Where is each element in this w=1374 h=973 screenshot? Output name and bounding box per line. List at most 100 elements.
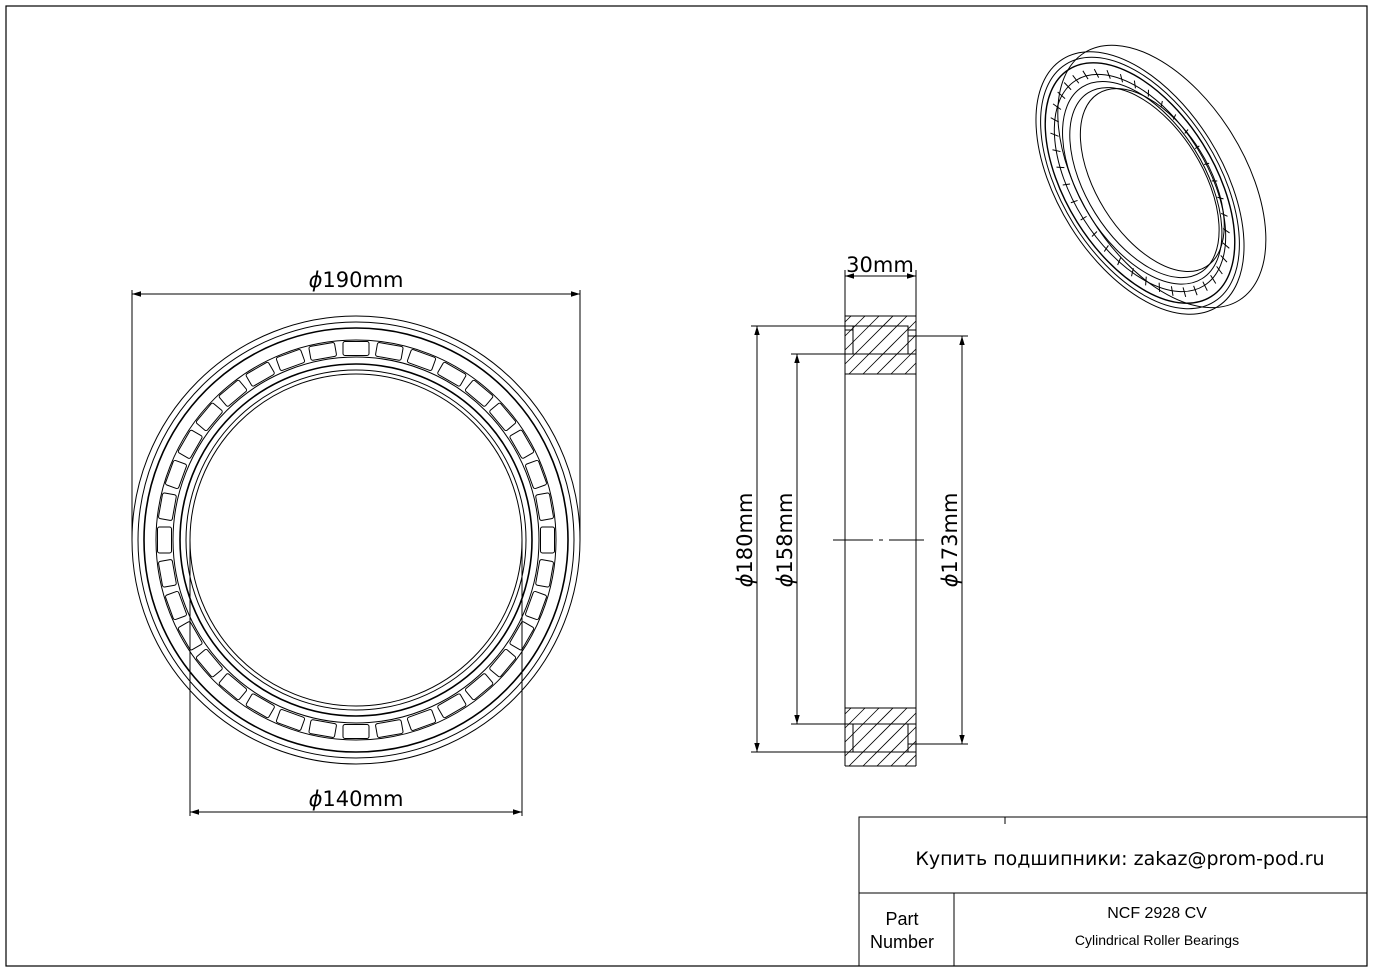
iso-roller (1131, 268, 1134, 277)
roller (245, 361, 275, 387)
iso-roller (1106, 69, 1111, 79)
iso-roller (1147, 89, 1149, 97)
iso-roller (1172, 114, 1177, 120)
hatch-line (844, 707, 894, 757)
roller (375, 719, 404, 738)
roller (535, 559, 554, 588)
iso-roller (1052, 149, 1061, 153)
title-block (858, 816, 1368, 967)
iso-roller (1091, 231, 1098, 237)
iso-roller (1133, 80, 1136, 89)
hatch-line (844, 315, 852, 323)
roller (489, 402, 517, 432)
iso-roller (1160, 100, 1163, 108)
hatch-line (862, 712, 917, 767)
iso-roller (1080, 215, 1087, 221)
iso-roller (1222, 242, 1230, 249)
roller (437, 361, 467, 387)
section-hatching (844, 315, 917, 767)
iso-roller (1062, 183, 1071, 186)
iso-roller (1222, 228, 1230, 234)
roller (489, 648, 517, 678)
inner-ring-chamfer (185, 369, 527, 711)
part-label-line1: Part (885, 909, 918, 929)
roller (165, 459, 187, 490)
inner-ring-outer-edge (179, 363, 533, 717)
iso-roller (1221, 212, 1228, 217)
iso-roller (1070, 199, 1078, 204)
hatch-line (844, 315, 894, 365)
outer-diameter-label: ϕ190mm (309, 268, 404, 292)
hatch-line (876, 726, 917, 767)
side-dim-width (844, 270, 917, 316)
roller (342, 724, 370, 739)
roller (509, 429, 535, 459)
iso-roller (1194, 145, 1200, 149)
hatch-line (904, 362, 917, 375)
part-description: Cylindrical Roller Bearings (1075, 932, 1239, 948)
iso-roller (1052, 103, 1062, 110)
side-dim-180 (751, 325, 853, 753)
roller (525, 459, 547, 490)
roller (218, 379, 248, 407)
roller (464, 379, 494, 407)
roller (525, 590, 547, 621)
iso-roller (1204, 162, 1210, 165)
hatch-line (876, 334, 917, 375)
part-label-line2: Number (870, 932, 934, 952)
roller (245, 693, 275, 719)
outer-ring-chamfer (137, 321, 575, 759)
roller-set (157, 341, 555, 739)
roller (540, 526, 555, 554)
roller (157, 526, 172, 554)
roller (275, 349, 306, 371)
inner-bore (189, 373, 523, 707)
hatch-line (890, 348, 917, 375)
iso-roller (1202, 281, 1208, 291)
outer-ring-inner-edge (143, 327, 569, 753)
roller (464, 673, 494, 701)
iso-roller (1093, 68, 1100, 78)
width-label: 30mm (846, 253, 914, 277)
iso-roller (1220, 255, 1228, 263)
hatch-line (862, 320, 917, 375)
iso-roller (1082, 70, 1089, 80)
roller (308, 342, 337, 361)
iso-roller (1216, 266, 1223, 275)
hatch-line (848, 707, 908, 767)
side-dim-173 (908, 335, 968, 745)
iso-roller (1193, 285, 1198, 296)
iso-roller (1158, 282, 1161, 292)
outer-ring-outer-edge (131, 315, 581, 765)
iso-roller (1217, 196, 1224, 200)
front-dim-inner (189, 540, 523, 816)
iso-roller (1170, 286, 1174, 296)
iso-roller (1103, 245, 1109, 252)
iso-roller (1184, 129, 1189, 134)
iso-roller (1210, 274, 1217, 284)
roller (177, 429, 203, 459)
roller (535, 492, 554, 521)
iso-roller (1050, 117, 1060, 123)
hatch-line (848, 315, 908, 375)
roller (308, 719, 337, 738)
side-right-label: ϕ173mm (938, 493, 962, 588)
roller (406, 349, 437, 371)
side-dim-158 (791, 353, 853, 725)
roller (158, 559, 177, 588)
hatch-line (844, 315, 880, 351)
hatch-line (844, 315, 866, 337)
roller (218, 673, 248, 701)
side-inner-label: ϕ158mm (773, 493, 797, 588)
hatch-line (844, 707, 866, 729)
front-dim-outer (131, 290, 581, 540)
isometric-rollers (1050, 68, 1230, 298)
roller (342, 341, 370, 356)
roller-pitch-outer (155, 339, 557, 741)
iso-roller (1182, 287, 1187, 298)
iso-roller (1063, 82, 1072, 91)
sheet-border (5, 5, 1368, 967)
iso-roller (1057, 91, 1066, 99)
hatch-line (890, 740, 917, 767)
isometric-view (1035, 44, 1267, 315)
